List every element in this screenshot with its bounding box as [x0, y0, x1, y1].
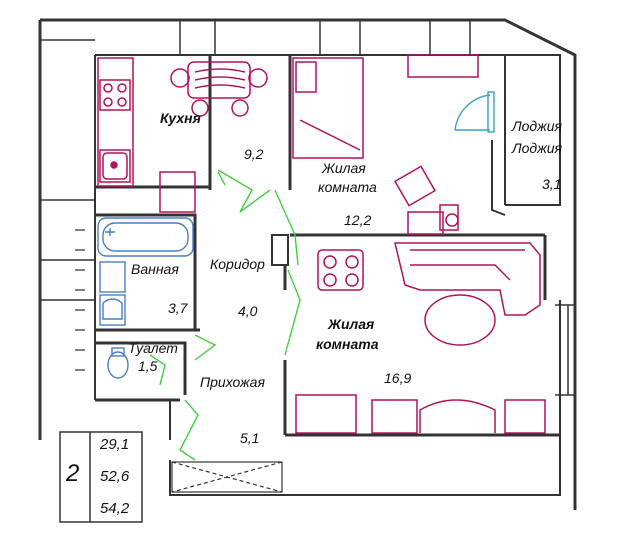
- living2-name-line2: комната: [316, 336, 379, 352]
- living1-name-line1: Жилая: [322, 160, 366, 176]
- balcony-door: [454, 91, 495, 133]
- windows: [40, 20, 575, 396]
- plumbing: [97, 217, 194, 379]
- loggia-area: 3,1: [542, 176, 562, 192]
- total-area-value: 52,6: [100, 468, 130, 485]
- living-area-value: 29,1: [100, 436, 130, 453]
- living2-furniture: [295, 242, 546, 434]
- bathroom-area: 3,7: [168, 300, 188, 316]
- bathroom-name: Ванная: [131, 261, 179, 277]
- living1-area: 12,2: [344, 212, 372, 228]
- hall-area: 5,1: [240, 430, 260, 446]
- kitchen-furniture: [97, 57, 268, 213]
- entrance-area: [171, 461, 283, 493]
- living1-name-line2: комната: [318, 179, 377, 195]
- total-with-loggia-value: 54,2: [100, 500, 130, 517]
- living1-furniture: [292, 54, 479, 235]
- corridor-name: Коридор: [210, 256, 265, 272]
- summary-table: [59, 431, 143, 523]
- living2-name-line1: Жилая: [328, 316, 375, 332]
- living2-area: 16,9: [384, 370, 412, 386]
- rooms-count: 2: [66, 460, 80, 487]
- loggia-name-line2: Лоджия: [512, 140, 563, 156]
- toilet-name: Туалет: [128, 340, 178, 356]
- doors: [149, 169, 301, 461]
- corridor-area: 4,0: [238, 303, 258, 319]
- left-wall-detail: [75, 229, 85, 371]
- hall-name: Прихожая: [200, 374, 265, 390]
- toilet-area: 1,5: [138, 358, 158, 374]
- kitchen-area: 9,2: [244, 146, 264, 162]
- loggia-name-line1: Лоджия: [512, 118, 563, 134]
- kitchen-name: Кухня: [160, 110, 201, 126]
